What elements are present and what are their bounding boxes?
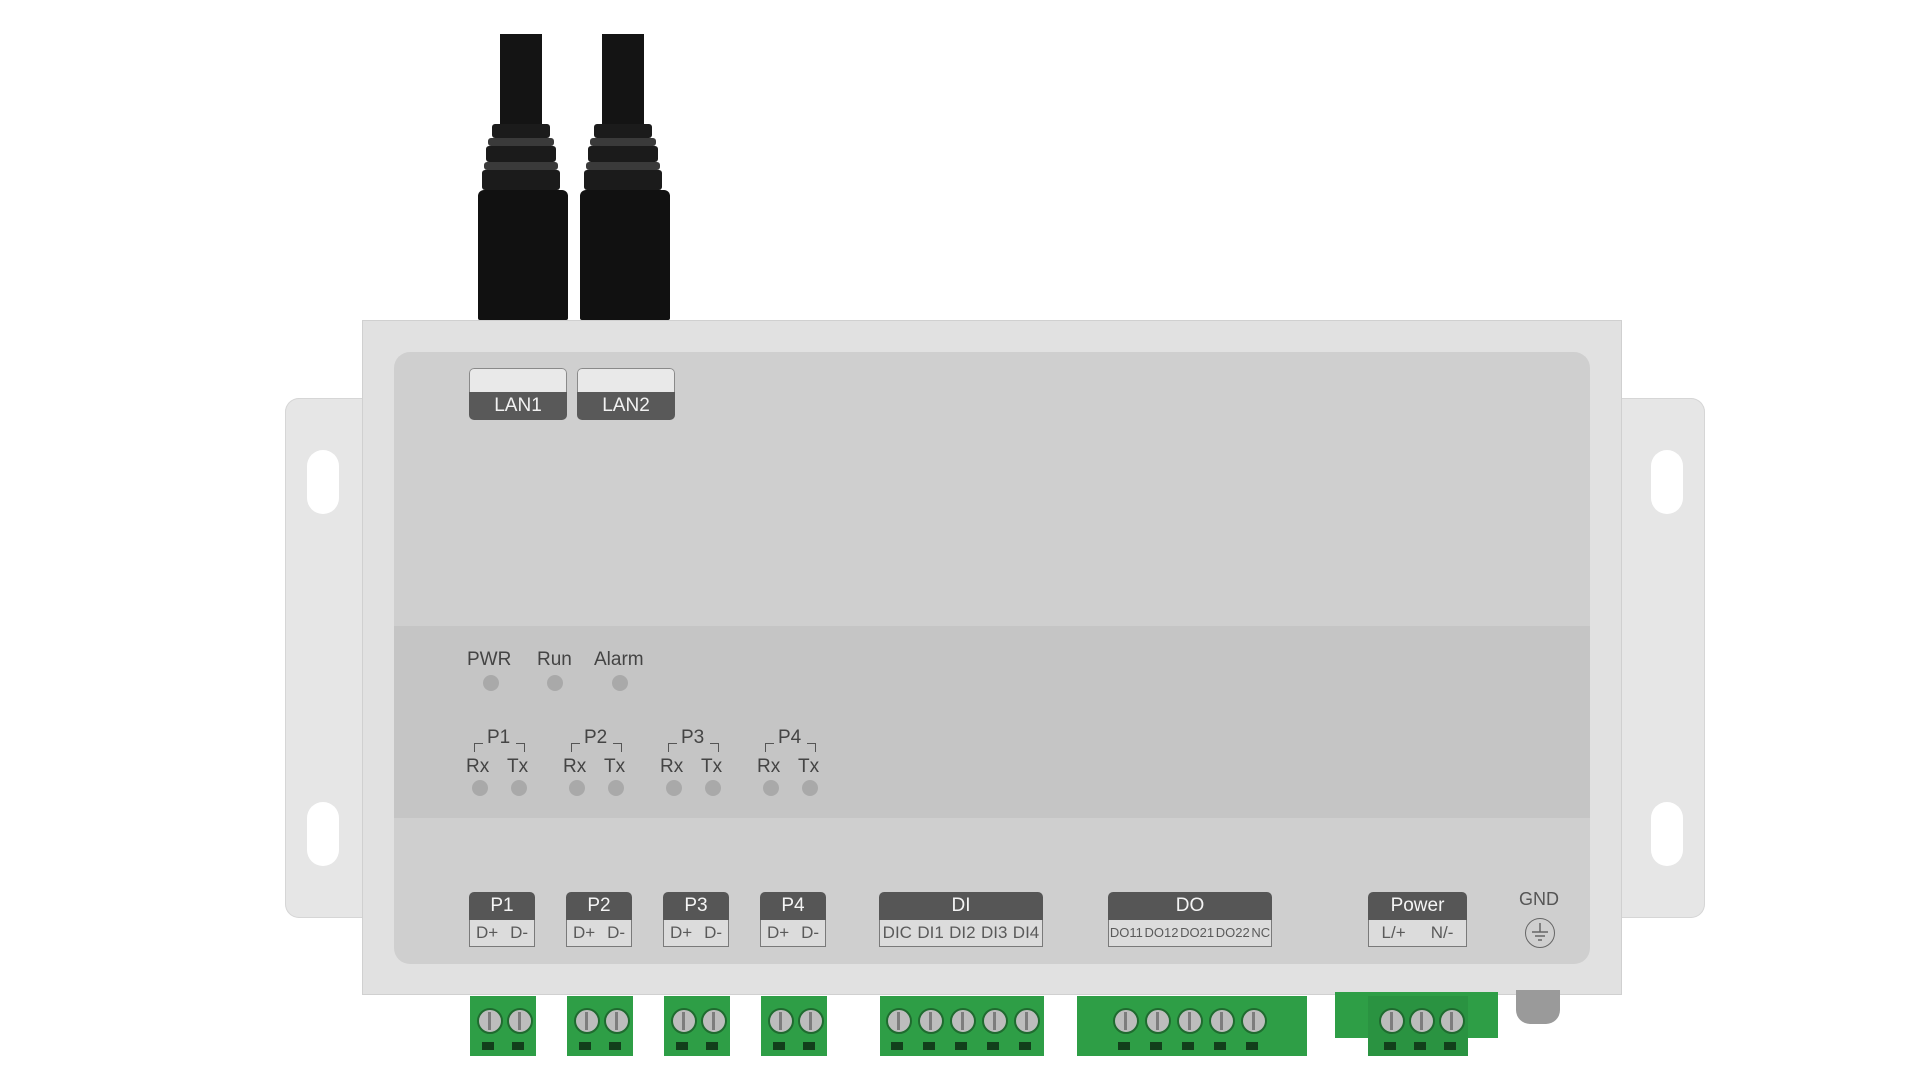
mounting-slot [1651,450,1683,514]
run-led [547,675,563,691]
p3-tx-led [705,780,721,796]
power-connector-block[interactable] [1368,996,1468,1056]
p1-terminal-label: P1 D+D- [469,892,535,947]
tx-label: Tx [701,756,723,777]
lan1-label: LAN1 [469,368,567,420]
alarm-led [612,675,628,691]
p2-connector[interactable] [567,996,633,1056]
rx-label: Rx [757,756,781,777]
rx-label: Rx [660,756,684,777]
p2-tx-led [608,780,624,796]
p4-rx-led [763,780,779,796]
p4-connector[interactable] [761,996,827,1056]
gnd-label: GND [1519,889,1559,909]
lan2-label: LAN2 [577,368,675,420]
alarm-led-label: Alarm [594,649,644,670]
p3-terminal-label: P3 D+D- [663,892,729,947]
di-terminal-label: DI DIC DI1 DI2 DI3 DI4 [879,892,1043,947]
mounting-slot [1651,802,1683,866]
mounting-slot [307,802,339,866]
ground-lug [1516,990,1560,1024]
p4-tx-led [802,780,818,796]
p4-terminal-label: P4 D+D- [760,892,826,947]
run-led-label: Run [537,649,572,670]
pwr-led-label: PWR [467,649,512,670]
power-terminal-label: Power L/+N/- [1368,892,1467,947]
do-connector[interactable] [1077,996,1307,1056]
p1-rx-led [472,780,488,796]
pwr-led [483,675,499,691]
indicator-band [394,626,1590,818]
p2-rx-led [569,780,585,796]
p2-terminal-label: P2 D+D- [566,892,632,947]
di-connector[interactable] [880,996,1044,1056]
p1-connector[interactable] [470,996,536,1056]
p3-connector[interactable] [664,996,730,1056]
rx-label: Rx [466,756,490,777]
rx-label: Rx [563,756,587,777]
ground-icon [1525,918,1555,948]
p1-tx-led [511,780,527,796]
tx-label: Tx [604,756,626,777]
tx-label: Tx [798,756,820,777]
mounting-slot [307,450,339,514]
tx-label: Tx [507,756,529,777]
p3-rx-led [666,780,682,796]
do-terminal-label: DO DO11 DO12 DO21 DO22 NC [1108,892,1272,947]
front-panel [394,352,1590,964]
